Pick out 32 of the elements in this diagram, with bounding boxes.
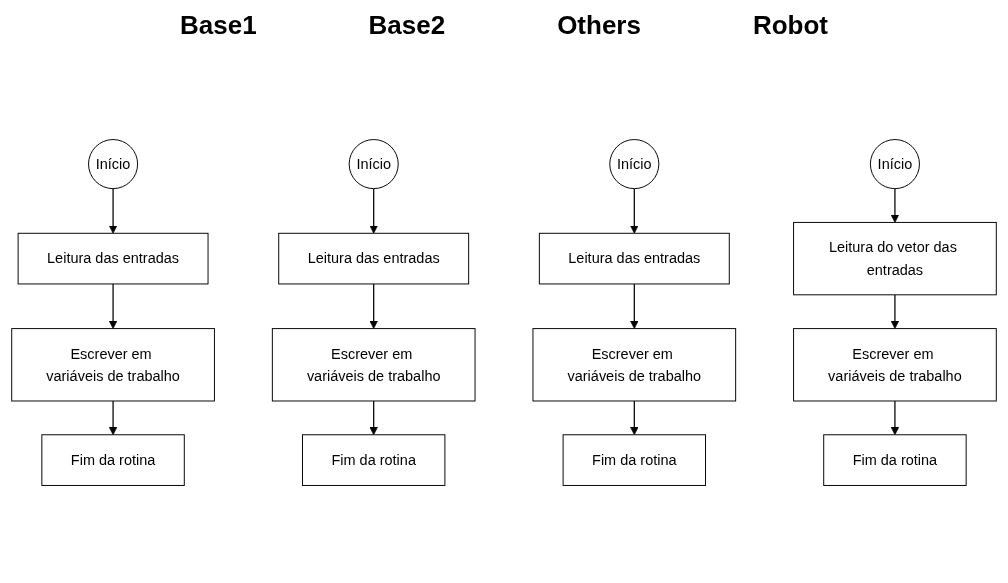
- node-box: Fim da rotina: [562, 434, 706, 486]
- node-box: Leitura das entradas: [17, 232, 209, 285]
- node-box: Fim da rotina: [823, 434, 967, 486]
- arrow: [108, 188, 118, 234]
- node-circle: Início: [609, 139, 660, 190]
- column-heading: Base1: [179, 9, 257, 41]
- column-heading: Others: [557, 9, 641, 41]
- node-box: Escrever em variáveis de trabalho: [11, 328, 215, 402]
- arrow: [369, 283, 378, 329]
- arrow: [890, 188, 900, 223]
- column-heading: Base2: [368, 9, 446, 41]
- node-box: Escrever em variáveis de trabalho: [532, 328, 737, 402]
- node-box: Fim da rotina: [302, 434, 446, 486]
- arrow: [890, 294, 900, 329]
- node-box: Leitura do vetor das entradas: [793, 221, 997, 296]
- arrow: [630, 400, 639, 436]
- node-box: Escrever em variáveis de trabalho: [793, 328, 997, 402]
- node-box: Escrever em variáveis de trabalho: [271, 328, 476, 402]
- arrow: [630, 283, 639, 329]
- column-heading: Robot: [752, 9, 828, 41]
- node-circle: Início: [88, 139, 139, 190]
- arrow: [630, 188, 639, 234]
- node-circle: Início: [348, 139, 399, 190]
- node-box: Fim da rotina: [41, 434, 185, 486]
- node-box: Leitura das entradas: [538, 232, 730, 285]
- node-box: Leitura das entradas: [278, 232, 470, 285]
- arrow: [108, 283, 118, 329]
- arrow: [369, 188, 378, 234]
- arrow: [890, 400, 900, 436]
- arrow: [108, 400, 118, 436]
- arrow: [369, 400, 378, 436]
- node-circle: Início: [869, 139, 920, 190]
